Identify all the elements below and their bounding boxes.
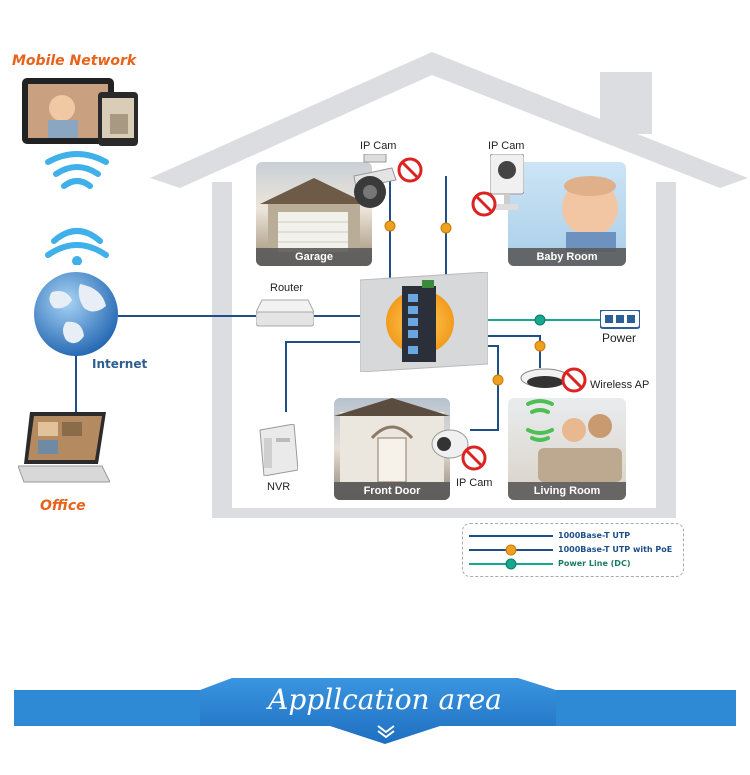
no-cable-icon (471, 191, 497, 217)
tablet-icon (22, 78, 114, 144)
legend-item: 1000Base-T UTP (463, 530, 683, 544)
box-camera-icon (490, 154, 524, 210)
room-front-door-caption: Front Door (334, 482, 450, 500)
baby-photo (562, 176, 618, 252)
poe-marker (384, 220, 396, 232)
garage-photo (260, 178, 368, 252)
legend-line (469, 558, 553, 570)
chevron-down-icon (377, 725, 395, 738)
internet-label: Internet (92, 357, 148, 371)
legend-line (469, 535, 553, 537)
legend-label: 1000Base-T UTP with PoE (558, 545, 673, 554)
router-label: Router (270, 282, 304, 294)
nvr-icon (259, 424, 298, 476)
no-cable-icon (397, 157, 423, 183)
office-label: Office (40, 498, 86, 514)
poe-marker (534, 340, 546, 352)
poe-marker (440, 222, 452, 234)
power-adapter-icon (600, 310, 640, 329)
room-baby: Baby Room (508, 162, 626, 266)
legend-line (469, 544, 553, 556)
room-garage: Garage (256, 162, 372, 266)
living-room-photo (538, 414, 622, 482)
mobile-network-label: Mobile Network (12, 53, 137, 69)
laptop-icon (18, 412, 110, 483)
legend-label: 1000Base-T UTP (558, 531, 631, 540)
legend-item: 1000Base-T UTP with PoE (463, 544, 683, 558)
room-baby-caption: Baby Room (508, 248, 626, 266)
wifi-icon (45, 151, 109, 189)
switch-icon (360, 272, 488, 372)
banner (14, 678, 736, 744)
no-cable-icon (561, 367, 587, 393)
dome-camera-icon (431, 429, 469, 459)
dc-marker (534, 314, 546, 326)
room-living-caption: Living Room (508, 482, 626, 500)
router-icon (256, 299, 314, 327)
phone-icon (98, 92, 138, 146)
legend-item: Power Line (DC) (463, 558, 683, 572)
front-door-photo (334, 398, 450, 483)
globe-icon (34, 272, 118, 356)
room-garage-caption: Garage (256, 248, 372, 266)
ip-cam-baby-label: IP Cam (488, 140, 525, 152)
ip-cam-door-label: IP Cam (456, 477, 493, 489)
no-cable-icon (461, 445, 487, 471)
poe-marker (492, 374, 504, 386)
wireless-ap-label: Wireless AP (590, 379, 650, 391)
legend-label: Power Line (DC) (558, 559, 631, 568)
banner-title: Appllcation area (268, 683, 502, 716)
ptz-camera-icon (353, 154, 397, 208)
nvr-label: NVR (267, 481, 291, 493)
power-label: Power (602, 331, 637, 345)
legend: 1000Base-T UTP 1000Base-T UTP with PoE P… (462, 523, 684, 577)
wireless-ap-icon (520, 368, 570, 388)
room-living: Living Room (508, 398, 626, 500)
wifi-icon (45, 228, 109, 265)
wifi-icon (526, 399, 554, 442)
room-front-door: Front Door (334, 398, 450, 500)
ip-cam-garage-label: IP Cam (360, 140, 397, 152)
